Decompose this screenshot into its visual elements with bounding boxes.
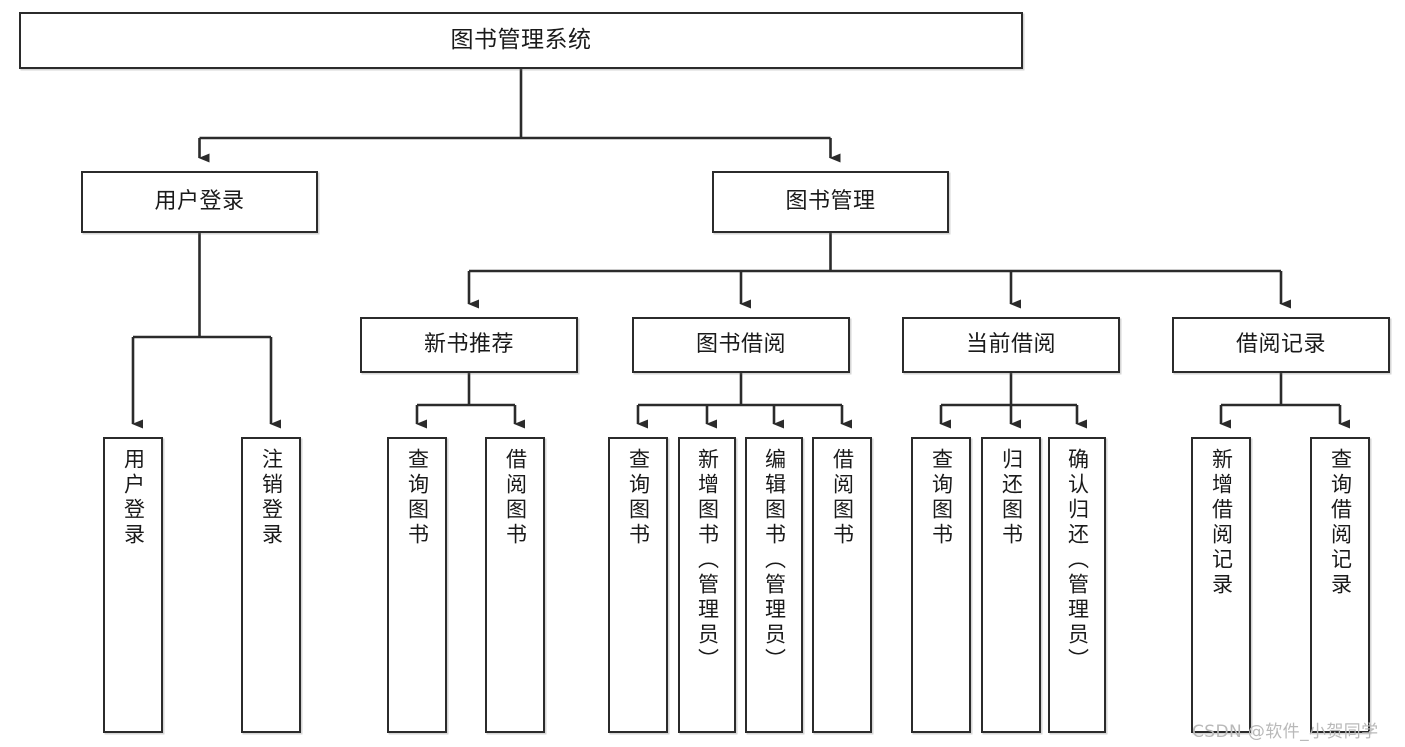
node-book-borrow-label: 图书借阅 [695,332,786,358]
node-leaf-query-book-1[interactable]: 查询图书 [387,437,447,733]
node-borrow-record-label: 借阅记录 [1235,332,1326,358]
node-current-borrow-label: 当前借阅 [965,332,1056,358]
node-leaf-borrow-book-2-label: 借阅图书 [830,448,855,548]
node-leaf-return-book-label: 归还图书 [999,448,1024,548]
node-leaf-query-book-3[interactable]: 查询图书 [911,437,971,733]
node-leaf-borrow-book-1-label: 借阅图书 [503,448,528,548]
node-leaf-user-login[interactable]: 用户登录 [103,437,163,733]
node-leaf-add-book[interactable]: 新增图书（管理员） [678,437,736,733]
node-root[interactable]: 图书管理系统 [19,12,1023,69]
node-leaf-query-book-3-label: 查询图书 [929,448,954,548]
node-leaf-query-borrow-record[interactable]: 查询借阅记录 [1310,437,1370,733]
node-leaf-query-book-1-label: 查询图书 [405,448,430,548]
node-leaf-confirm-return-label: 确认归还（管理员） [1065,448,1090,673]
node-leaf-query-book-2-label: 查询图书 [626,448,651,548]
node-new-book-recommend-label: 新书推荐 [423,332,514,358]
node-leaf-add-borrow-record[interactable]: 新增借阅记录 [1191,437,1251,733]
node-leaf-user-logout[interactable]: 注销登录 [241,437,301,733]
node-book-manage-label: 图书管理 [785,189,876,215]
node-current-borrow[interactable]: 当前借阅 [902,317,1120,373]
node-user-login[interactable]: 用户登录 [81,171,318,233]
node-user-login-label: 用户登录 [154,189,245,215]
node-leaf-confirm-return[interactable]: 确认归还（管理员） [1048,437,1106,733]
node-leaf-query-book-2[interactable]: 查询图书 [608,437,668,733]
node-borrow-record[interactable]: 借阅记录 [1172,317,1390,373]
node-leaf-user-logout-label: 注销登录 [259,448,284,548]
node-leaf-borrow-book-1[interactable]: 借阅图书 [485,437,545,733]
node-leaf-add-borrow-record-label: 新增借阅记录 [1209,448,1234,598]
node-root-label: 图书管理系统 [450,26,592,53]
node-leaf-borrow-book-2[interactable]: 借阅图书 [812,437,872,733]
node-leaf-return-book[interactable]: 归还图书 [981,437,1041,733]
node-leaf-edit-book[interactable]: 编辑图书（管理员） [745,437,803,733]
node-leaf-query-borrow-record-label: 查询借阅记录 [1328,448,1353,598]
node-leaf-add-book-label: 新增图书（管理员） [695,448,720,673]
node-leaf-edit-book-label: 编辑图书（管理员） [762,448,787,673]
node-book-borrow[interactable]: 图书借阅 [632,317,850,373]
node-new-book-recommend[interactable]: 新书推荐 [360,317,578,373]
node-leaf-user-login-label: 用户登录 [121,448,146,548]
node-book-manage[interactable]: 图书管理 [712,171,949,233]
